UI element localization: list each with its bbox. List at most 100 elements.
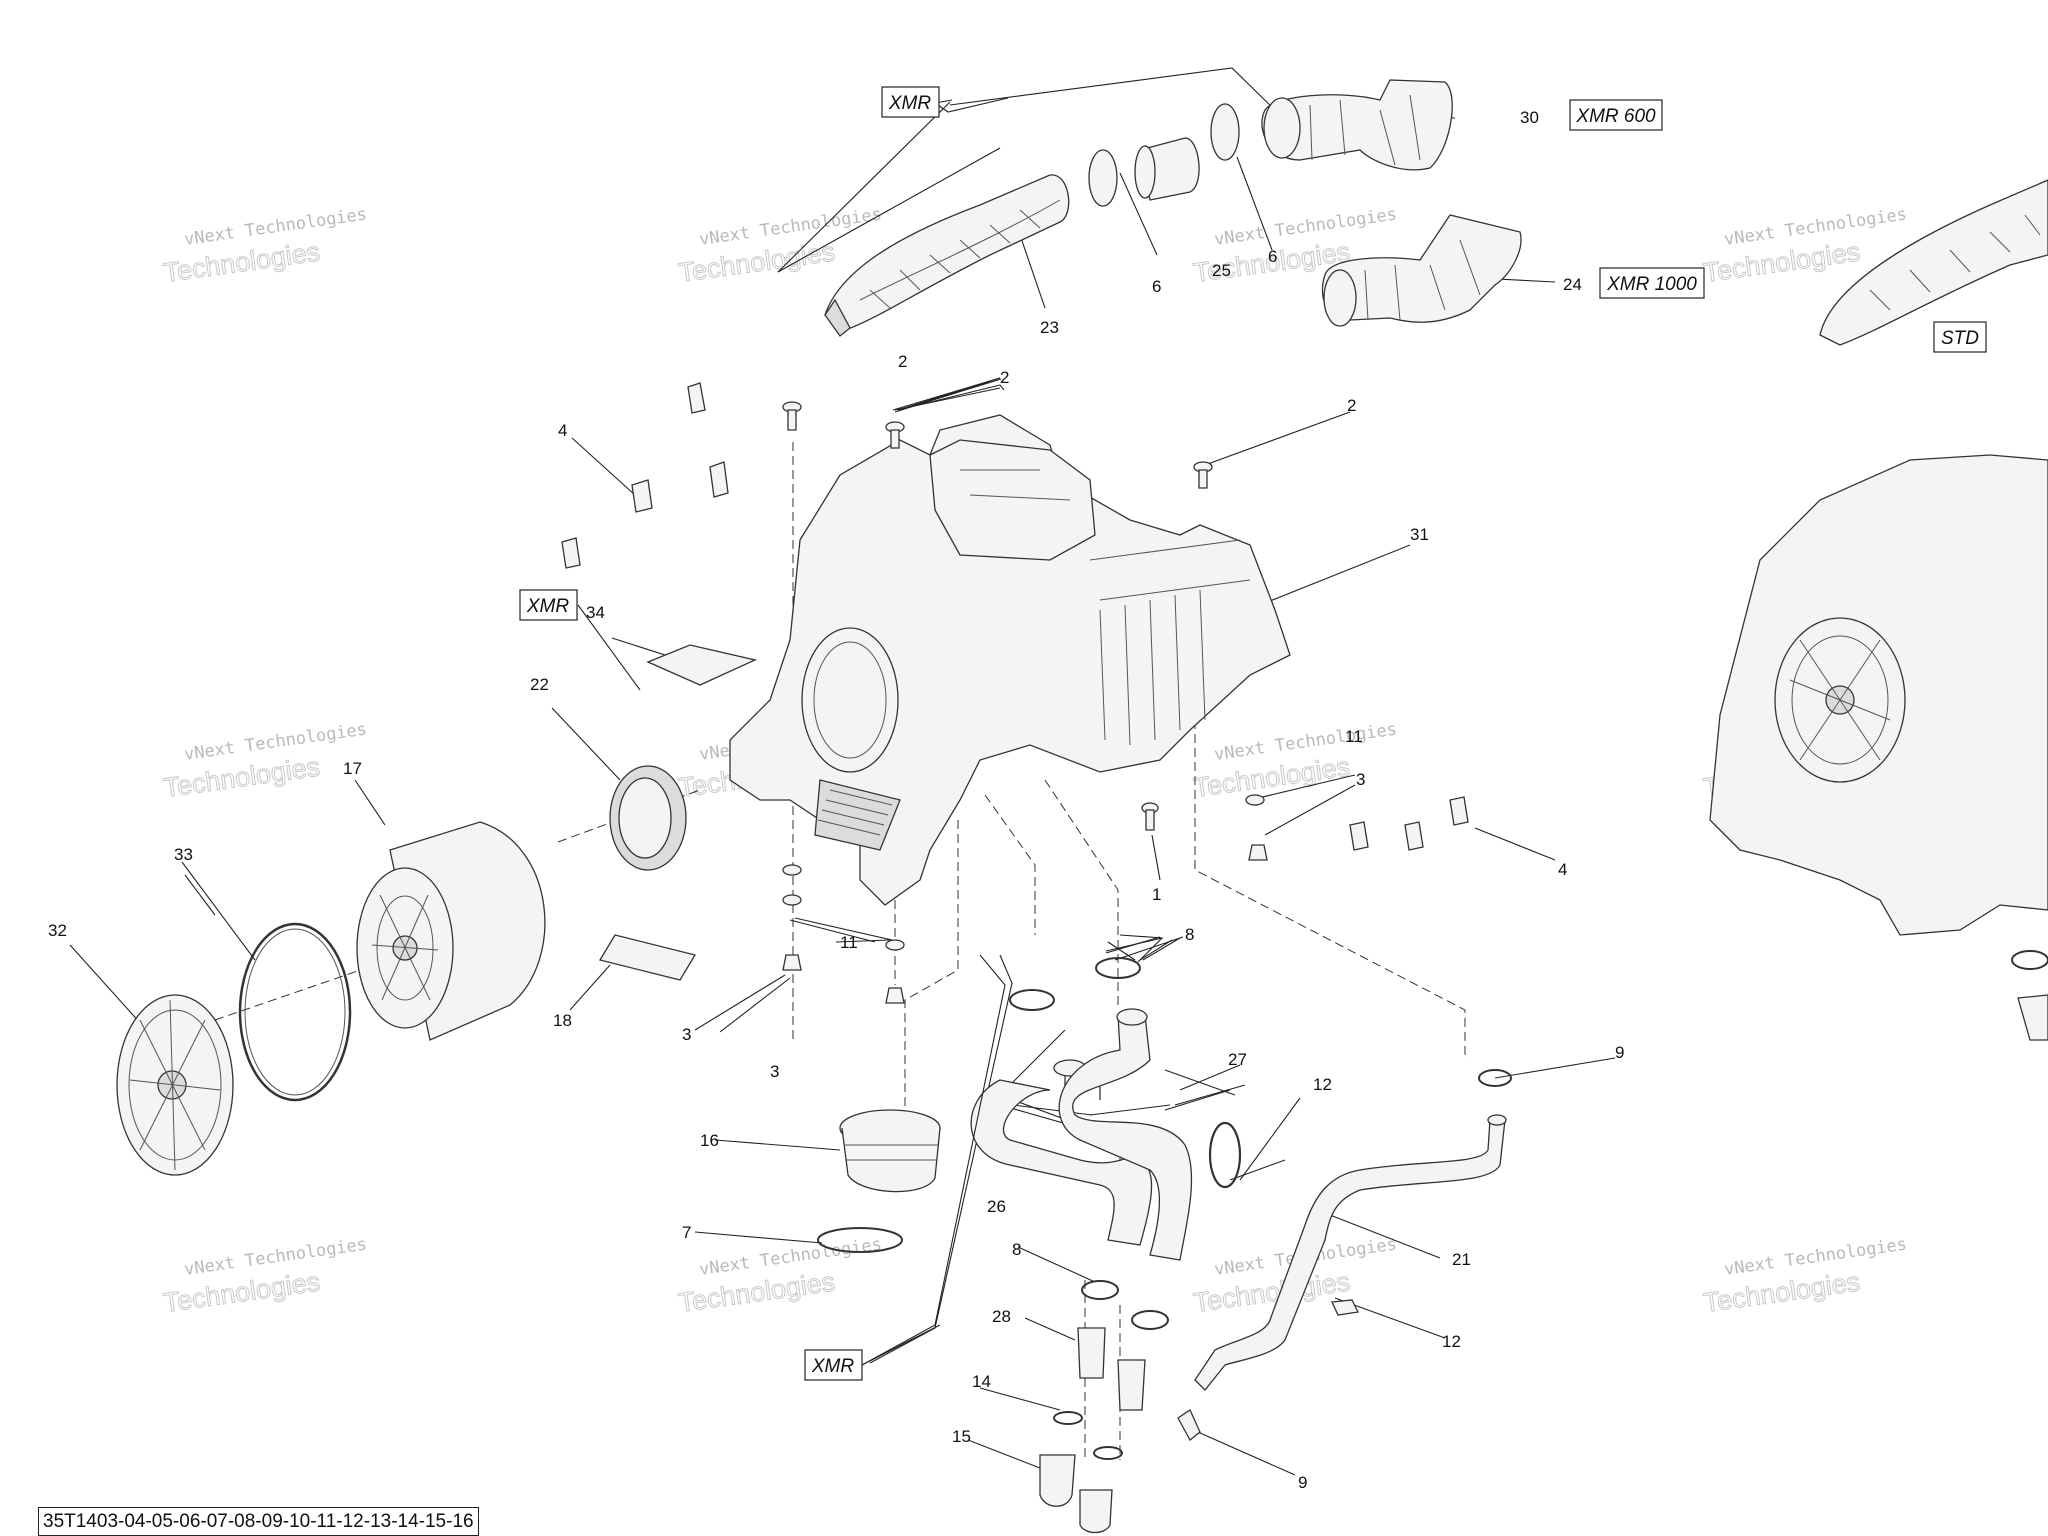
callout-26: 26 [987, 1197, 1006, 1216]
bolt-2c [1193, 461, 1213, 489]
tag-xmr-top: XMR [881, 86, 940, 118]
washer-11b [782, 894, 802, 906]
variant-tags: XMR XMR 600 XMR 1000 STD XMR XMR [519, 86, 1987, 1381]
callout-3a: 3 [682, 1025, 691, 1044]
callout-2c: 2 [1347, 396, 1356, 415]
bolt-1 [1141, 802, 1159, 831]
airbox-right-std [1709, 454, 2048, 936]
clip-4d [561, 537, 581, 569]
callout-4b: 4 [1558, 860, 1567, 879]
clamp-8c [1081, 1280, 1119, 1300]
callout-28: 28 [992, 1307, 1011, 1326]
svg-text:STD: STD [1941, 328, 1979, 349]
callout-16: 16 [700, 1131, 719, 1150]
callout-18: 18 [553, 1011, 572, 1030]
boot-16 [839, 1109, 941, 1193]
svg-text:XMR: XMR [526, 596, 570, 617]
callout-31: 31 [1410, 525, 1429, 544]
clamp-6b [1210, 103, 1240, 161]
clip-4f [1404, 821, 1424, 851]
svg-text:XMR 600: XMR 600 [1575, 106, 1656, 127]
tube-21 [1194, 1119, 1506, 1391]
callout-21: 21 [1452, 1250, 1471, 1269]
clip-4b [631, 479, 653, 513]
callout-3c: 3 [1356, 770, 1365, 789]
cap-15b [1079, 1489, 1113, 1534]
washer-11d [1245, 794, 1265, 806]
airbox-31 [729, 414, 1291, 906]
clamp-8d [1131, 1310, 1169, 1330]
clamp-8a [1009, 989, 1055, 1011]
callout-7: 7 [682, 1223, 691, 1242]
label-18 [598, 934, 697, 981]
diagram-code-label: 35T1403-04-05-06-07-08-09-10-11-12-13-14… [38, 1507, 479, 1536]
callout-12a: 12 [1313, 1075, 1332, 1094]
clamp-6a [1088, 149, 1118, 207]
callout-33: 33 [174, 845, 193, 864]
hose-27 [1058, 1014, 1193, 1261]
cap-15a [1039, 1454, 1076, 1507]
air-filter-17 [356, 821, 546, 1041]
clamp-7 [817, 1227, 903, 1253]
callout-1: 1 [1152, 885, 1161, 904]
cover-32 [116, 994, 234, 1176]
clip-4c [709, 461, 729, 498]
clamp-9b [1177, 1409, 1201, 1441]
callout-30: 30 [1520, 108, 1539, 127]
callout-22: 22 [530, 675, 549, 694]
callout-34: 34 [586, 603, 605, 622]
nut-3a [782, 954, 802, 971]
parts [116, 79, 2048, 1534]
callout-11b: 11 [1345, 727, 1363, 746]
duct-std [1819, 179, 2048, 346]
callout-23: 23 [1040, 318, 1059, 337]
bolt-2a [782, 401, 802, 431]
bolt-2b [885, 421, 905, 449]
callout-4a: 4 [558, 421, 567, 440]
callout-8a: 8 [1185, 925, 1194, 944]
svg-text:XMR: XMR [888, 93, 932, 114]
callout-25: 25 [1212, 261, 1231, 280]
callout-27: 27 [1228, 1050, 1247, 1069]
ring-12 [1208, 1121, 1242, 1189]
coupler-25 [1134, 137, 1200, 201]
clamp-9a [1478, 1069, 1512, 1087]
callout-8b: 8 [1012, 1240, 1021, 1259]
clip-12b [1331, 1299, 1359, 1316]
callout-2a: 2 [898, 352, 907, 371]
tag-xmr-600: XMR 600 [1569, 99, 1663, 131]
callout-2b: 2 [1000, 368, 1009, 387]
callout-3b: 3 [770, 1062, 779, 1081]
svg-text:XMR: XMR [811, 1356, 855, 1377]
clip-4g [1449, 796, 1469, 826]
tag-xmr-1000: XMR 1000 [1599, 267, 1705, 299]
callout-9a: 9 [1615, 1043, 1624, 1062]
callout-15: 15 [952, 1427, 971, 1446]
ring-22 [609, 765, 687, 871]
clamp-right [2011, 950, 2048, 970]
clamp-8b [1095, 957, 1141, 979]
duct-30 [1261, 79, 1453, 171]
callout-17: 17 [343, 759, 362, 778]
callout-11a: 11 [840, 933, 858, 952]
washer-11c [885, 939, 905, 951]
nut-3c [1248, 844, 1268, 861]
duct-24 [1321, 214, 1522, 327]
callout-14: 14 [972, 1372, 991, 1391]
svg-text:XMR 1000: XMR 1000 [1606, 274, 1697, 295]
oring-33 [238, 922, 352, 1102]
tag-std: STD [1933, 321, 1987, 353]
callout-12b: 12 [1442, 1332, 1461, 1351]
leader-lines [69, 67, 1616, 1476]
connector-28b [1117, 1359, 1146, 1411]
callout-24: 24 [1563, 275, 1582, 294]
clip-4a [687, 382, 706, 414]
washer-11a [782, 864, 802, 876]
